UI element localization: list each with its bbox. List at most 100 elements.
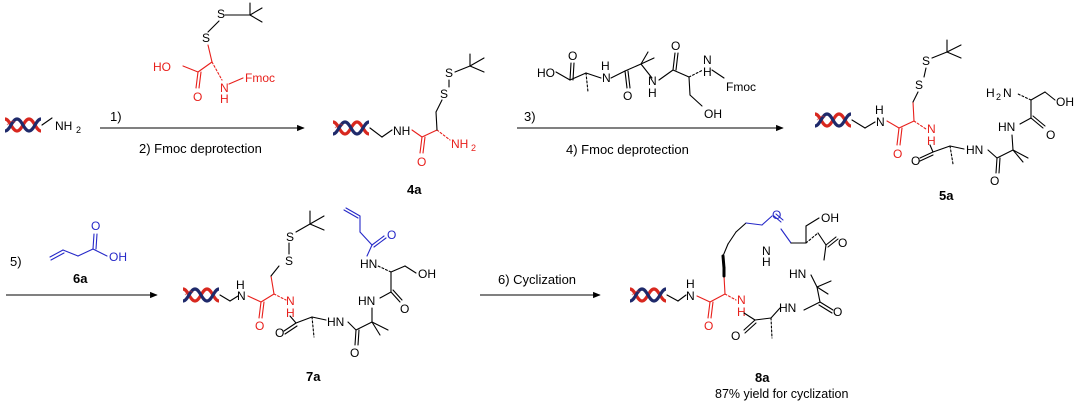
- svg-text:O: O: [387, 228, 396, 242]
- dna-tag-icon: [628, 287, 668, 303]
- svg-text:2: 2: [76, 125, 81, 135]
- svg-text:S: S: [445, 66, 453, 80]
- svg-text:HO: HO: [537, 66, 555, 80]
- svg-text:OH: OH: [821, 211, 839, 225]
- svg-text:O: O: [833, 305, 842, 319]
- svg-text:2: 2: [996, 92, 1001, 102]
- svg-text:O: O: [838, 236, 847, 250]
- svg-text:N: N: [220, 81, 229, 95]
- svg-text:S: S: [285, 254, 293, 268]
- svg-text:O: O: [1046, 128, 1055, 142]
- compound-label-4a: 4a: [407, 182, 422, 197]
- svg-text:O: O: [623, 89, 632, 103]
- svg-text:HN: HN: [998, 120, 1015, 134]
- svg-text:OH: OH: [109, 250, 127, 264]
- svg-text:N: N: [286, 294, 295, 308]
- svg-text:N: N: [927, 122, 936, 136]
- svg-text:HN: HN: [358, 294, 375, 308]
- svg-text:N: N: [737, 293, 746, 307]
- svg-text:N: N: [648, 74, 657, 88]
- step-2-label: 2) Fmoc deprotection: [139, 141, 262, 156]
- svg-text:NH: NH: [393, 124, 410, 138]
- compound-label-6a: 6a: [73, 271, 88, 286]
- compound-5a: H N O N H S S O HN O HN: [813, 39, 1074, 203]
- svg-text:O: O: [275, 326, 284, 340]
- dna-tag-icon: [3, 117, 43, 133]
- svg-text:S: S: [202, 31, 210, 45]
- svg-text:H: H: [286, 306, 295, 320]
- svg-text:O: O: [772, 208, 781, 222]
- svg-text:OH: OH: [1056, 95, 1074, 109]
- svg-text:N: N: [762, 244, 771, 258]
- svg-text:O: O: [731, 329, 740, 343]
- svg-text:O: O: [568, 49, 577, 63]
- svg-text:HN: HN: [327, 315, 344, 329]
- svg-text:H: H: [737, 305, 746, 319]
- compound-label-5a: 5a: [939, 188, 954, 203]
- compound-8a: H N O N H O N H OH O HN: [628, 208, 848, 401]
- svg-text:S: S: [286, 230, 294, 244]
- svg-text:S: S: [922, 54, 930, 68]
- reagent-fmoc-ser-aib-ala: HO O H N O N H O N H Fmoc OH: [537, 39, 756, 121]
- svg-text:N: N: [602, 71, 611, 85]
- svg-text:N: N: [686, 289, 695, 303]
- svg-text:2: 2: [471, 143, 476, 153]
- reagent-fmoc-cys-stbu: S S HO O N H Fmoc: [153, 2, 275, 106]
- svg-text:O: O: [350, 346, 359, 360]
- svg-text:HN: HN: [789, 267, 806, 281]
- svg-text:HN: HN: [360, 257, 377, 271]
- svg-text:H: H: [686, 277, 695, 291]
- atom-nh2: NH: [55, 119, 72, 133]
- svg-text:O: O: [255, 319, 264, 333]
- step-3-label: 3): [524, 109, 536, 124]
- svg-text:H: H: [986, 86, 995, 100]
- svg-text:H: H: [220, 92, 229, 106]
- svg-text:H: H: [762, 255, 771, 269]
- step-4-label: 4) Fmoc deprotection: [566, 142, 689, 157]
- svg-text:HN: HN: [966, 143, 983, 157]
- svg-text:N: N: [1003, 86, 1012, 100]
- svg-text:O: O: [193, 90, 202, 104]
- svg-text:Fmoc: Fmoc: [245, 71, 275, 85]
- svg-text:O: O: [704, 319, 713, 333]
- compound-label-8a: 8a: [755, 370, 770, 385]
- svg-text:O: O: [400, 302, 409, 316]
- step-5-label: 5): [10, 254, 22, 269]
- svg-text:S: S: [440, 87, 448, 101]
- svg-text:N: N: [703, 53, 712, 67]
- reagent-6a-butenoic-acid: O OH 6a: [49, 219, 127, 286]
- svg-text:S: S: [217, 7, 225, 21]
- svg-text:N: N: [876, 115, 885, 129]
- dna-tag-icon: [331, 120, 371, 136]
- compound-label-7a: 7a: [306, 369, 321, 384]
- dna-tag-icon: [181, 287, 221, 303]
- svg-text:H: H: [236, 278, 245, 292]
- svg-text:S: S: [915, 78, 923, 92]
- svg-text:H: H: [927, 134, 936, 148]
- svg-text:Fmoc: Fmoc: [726, 80, 756, 94]
- svg-text:N: N: [237, 289, 246, 303]
- dna-amine-start: NH 2: [3, 117, 81, 135]
- cyclization-yield-note: 87% yield for cyclization: [715, 387, 848, 401]
- step-6-label: 6) Cyclization: [498, 272, 576, 287]
- svg-text:HN: HN: [779, 301, 796, 315]
- compound-4a: NH O NH 2 S S 4a: [331, 53, 485, 197]
- svg-text:O: O: [417, 155, 426, 169]
- step-1-label: 1): [110, 109, 122, 124]
- svg-text:O: O: [893, 147, 902, 161]
- svg-text:O: O: [91, 219, 100, 233]
- svg-text:H: H: [601, 59, 610, 73]
- svg-text:H: H: [703, 65, 712, 79]
- svg-text:H: H: [648, 86, 657, 100]
- svg-text:NH: NH: [451, 137, 468, 151]
- svg-text:OH: OH: [704, 107, 722, 121]
- svg-text:O: O: [911, 154, 920, 168]
- svg-text:O: O: [671, 39, 680, 53]
- svg-text:H: H: [875, 103, 884, 117]
- compound-7a: H N O N H S S O HN O HN: [181, 207, 436, 384]
- svg-text:HO: HO: [153, 60, 171, 74]
- svg-text:O: O: [990, 174, 999, 188]
- dna-tag-icon: [813, 112, 853, 128]
- svg-text:OH: OH: [418, 267, 436, 281]
